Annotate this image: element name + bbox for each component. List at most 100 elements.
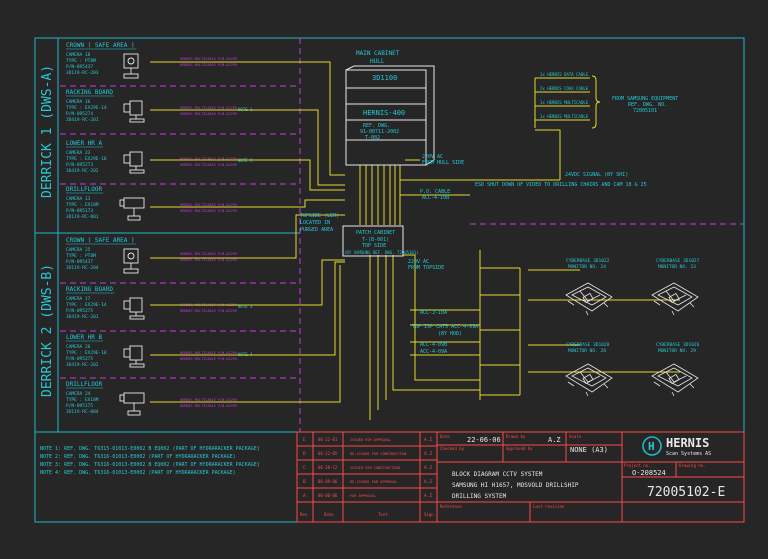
camera-area-label: CROWN ( SAFE AREA ) bbox=[66, 42, 135, 49]
patch-line: TOP SIDE bbox=[362, 243, 386, 249]
company-sub: Scan Systems AS bbox=[666, 451, 711, 457]
drawn-value: A.Z bbox=[548, 436, 561, 444]
power-label: ACC-3-10A bbox=[420, 310, 447, 316]
scale-value: NONE (A3) bbox=[570, 446, 608, 454]
camera-spec: CAMERA 23 bbox=[66, 150, 91, 156]
monitor-number: MONITOR NO. 23 bbox=[658, 264, 696, 270]
camera-spec: P/N-095275 bbox=[66, 308, 93, 314]
scale-label: Scale bbox=[569, 434, 582, 439]
camera-spec: P/N-095437 bbox=[66, 259, 93, 265]
camera-spec: P/N-095273 bbox=[66, 162, 93, 168]
rev-letter: B bbox=[303, 479, 306, 485]
samsung-cable: 1x HERNIS DATA CABLE bbox=[540, 72, 589, 77]
power-label: TOP ISP CAT5 ACC-4-09A bbox=[412, 324, 478, 330]
camera-spec: CAMERA 18 bbox=[66, 52, 91, 58]
rev-header: Text bbox=[378, 512, 388, 517]
camera-spec: 3D119-RC-203 bbox=[66, 70, 99, 76]
main-cabinet-brand: HERNIS-400 bbox=[363, 109, 405, 117]
camera-icon bbox=[123, 345, 145, 368]
cable-label: HERNIS MULTICABLE P/N-02299 bbox=[180, 357, 237, 361]
camera-spec: TYPE : PT8M bbox=[66, 58, 96, 64]
main-cabinet-ref: REF. DWG. bbox=[363, 123, 390, 129]
cable-label: HERNIS MULTICABLE P/N-02299 bbox=[180, 203, 237, 207]
camera-spec: 3D419-RC-202 bbox=[66, 362, 99, 368]
monitor-title: CYBERBASE 3D1027 bbox=[656, 258, 700, 264]
power-labels: 220V AC FROM HULL SIDE 220V AC FROM TOPS… bbox=[408, 154, 647, 355]
monitor-number: MONITOR NO. 29 bbox=[658, 348, 696, 354]
drawn-label: Drawn by bbox=[506, 434, 526, 439]
main-cabinet-ref: T-002 bbox=[365, 135, 380, 141]
drawing-title: DRILLING SYSTEM bbox=[452, 493, 507, 500]
camera-spec: CAMERA 25 bbox=[66, 247, 91, 253]
main-cabinet-title: MAIN CABINET bbox=[356, 50, 400, 57]
date-value: 22-06-06 bbox=[467, 436, 501, 444]
note-line: NOTE 1: REF. DWG. T6315-01013-E0002 B EQ… bbox=[40, 446, 260, 452]
camera-spec: 3D419-RC-201 bbox=[66, 117, 99, 123]
camera-spec: CAMERA 16 bbox=[66, 99, 91, 105]
patch-title: PATCH CABINET bbox=[356, 230, 395, 236]
checked-label: Checked by bbox=[440, 446, 465, 451]
monitor-number: MONITOR NO. 24 bbox=[568, 264, 606, 270]
camera-area-label: RACKING BOARD bbox=[66, 89, 113, 96]
cable-label: HERNIS MULTICABLE P/N-02299 bbox=[180, 404, 237, 408]
company-name: HERNIS bbox=[666, 436, 709, 450]
rev-letter: C bbox=[303, 465, 306, 471]
patch-header-sub: LOCATED IN bbox=[300, 220, 330, 226]
inline-note: NOTE 3 bbox=[238, 304, 253, 309]
derrick-1-label: DERRICK 1 (DWS-A) bbox=[40, 65, 55, 198]
main-cabinet-ref: 91-00711-2002 bbox=[360, 129, 399, 135]
wiring-bundle bbox=[150, 61, 680, 420]
rev-letter: D bbox=[303, 451, 306, 457]
note-line: NOTE 2: REF. DWG. T6316-01013-E0002 (PAR… bbox=[40, 454, 236, 460]
camera-spec: TYPE : EX29E-14 bbox=[66, 105, 107, 111]
operator-chair-icon bbox=[651, 363, 699, 397]
rev-text: ISSUED FOR APPROVAL bbox=[350, 438, 391, 442]
camera-spec: P/N-095173 bbox=[66, 208, 93, 214]
reference-label: Reference bbox=[440, 504, 462, 509]
cable-label: HERNIS MULTICABLE P/N-02299 bbox=[180, 209, 237, 213]
camera-area-label: LOWER HR A bbox=[66, 140, 103, 147]
power-label: ACC-4-10B bbox=[422, 195, 449, 201]
power-label: ESD SHUT DOWN OF VIDEO TO DRILLING CHAIR… bbox=[475, 182, 647, 188]
cable-label: HERNIS MULTICABLE P/N-02299 bbox=[180, 157, 237, 161]
camera-icon bbox=[123, 248, 139, 274]
camera-spec: TYPE : EX18M bbox=[66, 202, 99, 208]
derrick-2-label: DERRICK 2 (DWS-B) bbox=[40, 264, 55, 397]
camera-spec: CAMERA 26 bbox=[66, 344, 91, 350]
camera-spec: 3D419-RC-202 bbox=[66, 168, 99, 174]
monitor-number: MONITOR NO. 28 bbox=[568, 348, 606, 354]
rev-text: ISSUED FOR CONSTRUCTION bbox=[350, 466, 400, 470]
rev-header: Sign bbox=[424, 512, 434, 517]
power-label: ACC-4-09A bbox=[420, 349, 447, 355]
monitor-title: CYBERBASE 3D1026 bbox=[656, 342, 700, 348]
main-cabinet-id: 3D1100 bbox=[372, 74, 397, 82]
samsung-cable: 2x HERNIS COAX CABLE bbox=[540, 86, 589, 91]
patch-header: TOPSIDE (LER) bbox=[300, 213, 339, 219]
camera-icon bbox=[123, 53, 139, 79]
camera-icon bbox=[119, 392, 145, 416]
rev-date: 06-09-06 bbox=[318, 479, 338, 484]
rev-date: 06-06-06 bbox=[318, 493, 338, 498]
power-label: P.O. CABLE bbox=[420, 189, 450, 195]
cable-label: HERNIS MULTICABLE P/N-02299 bbox=[180, 57, 237, 61]
rev-sign: A.Z bbox=[424, 451, 432, 457]
power-label: FROM HULL SIDE bbox=[422, 160, 464, 166]
rev-date: 06-10-12 bbox=[318, 465, 338, 470]
last-revision-label: Last revision bbox=[533, 504, 565, 509]
patch-cabinet: TOPSIDE (LER) LOCATED IN PURGED AREA PAT… bbox=[300, 213, 419, 257]
patch-line: T-(B-001) bbox=[362, 237, 389, 243]
cable-label: HERNIS MULTICABLE P/N-02299 bbox=[180, 398, 237, 402]
camera-area-label: DRILLFLOOR bbox=[66, 186, 103, 193]
camera-spec: TYPE : EX29E-14 bbox=[66, 302, 107, 308]
